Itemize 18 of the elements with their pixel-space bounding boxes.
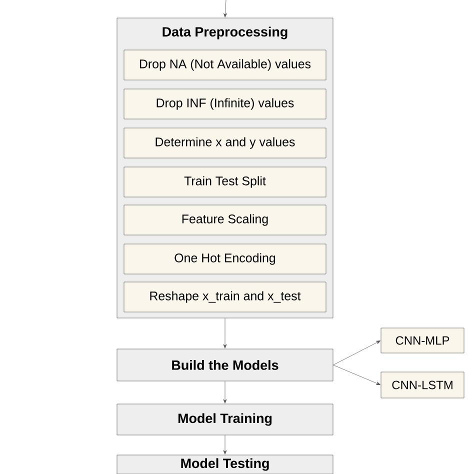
step-box: Reshape x_train and x_test xyxy=(124,282,326,312)
arrow xyxy=(223,381,227,404)
step-box: One Hot Encoding xyxy=(124,244,326,274)
model-box: CNN-MLP xyxy=(380,328,464,354)
model-box: CNN-LSTM xyxy=(380,372,464,398)
process-box: Model Testing xyxy=(116,454,334,474)
step-box: Determine x and y values xyxy=(124,128,326,158)
arrow xyxy=(333,340,381,366)
process-box: Model Training xyxy=(116,404,334,436)
process-box: Build the Models xyxy=(116,348,334,382)
step-box: Drop NA (Not Available) values xyxy=(124,50,326,80)
step-box: Feature Scaling xyxy=(124,204,326,236)
arrow xyxy=(223,318,227,348)
arrow xyxy=(333,364,380,385)
step-box: Drop INF (Infinite) values xyxy=(124,88,326,120)
arrow xyxy=(223,435,227,454)
arrow xyxy=(224,0,227,18)
step-box: Train Test Split xyxy=(124,166,326,198)
